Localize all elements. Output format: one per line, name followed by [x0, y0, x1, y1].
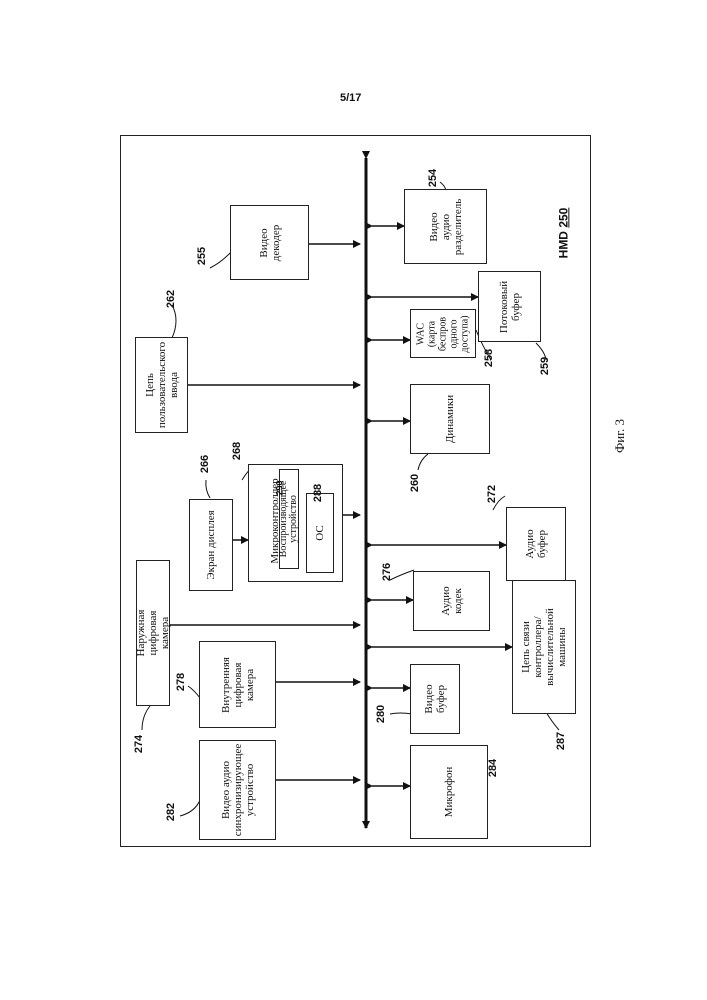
- hmd-label: HMD 250: [556, 208, 570, 259]
- ref-255: 255: [196, 247, 208, 265]
- wac-label: WAC (карта беспров одного доступа): [416, 315, 471, 352]
- ref-278: 278: [175, 673, 187, 691]
- controller-link-label: Цепь связи контроллера/ вычислительной м…: [520, 608, 568, 686]
- ref-274: 274: [133, 735, 145, 753]
- outer-camera-label: Наружная цифровая камера: [135, 610, 171, 657]
- ref-260: 260: [409, 474, 421, 492]
- video-audio-separator-label: Видео аудио разделитель: [428, 198, 464, 255]
- user-input-block: Цепь пользовательского ввода: [135, 337, 188, 433]
- microcontroller-block: Микроконтроллер Воспроизводящее устройст…: [248, 464, 343, 582]
- ref-284: 284: [487, 759, 499, 777]
- ref-266: 266: [199, 455, 211, 473]
- inner-camera-label: Внутренняя цифровая камера: [220, 657, 256, 713]
- av-sync-block: Видео аудио синхронизирующее устройство: [199, 740, 276, 840]
- os-block: ОС: [306, 493, 334, 573]
- ref-276: 276: [381, 563, 393, 581]
- outer-camera-block: Наружная цифровая камера: [136, 560, 170, 706]
- video-decoder-block: Видео декодер: [230, 205, 309, 280]
- figure-caption: Фиг. 3: [612, 419, 628, 453]
- controller-link-block: Цепь связи контроллера/ вычислительной м…: [512, 580, 576, 714]
- user-input-label: Цепь пользовательского ввода: [144, 342, 180, 428]
- stream-buffer-label: Потоковый буфер: [498, 280, 522, 332]
- ref-282: 282: [165, 803, 177, 821]
- speakers-label: Динамики: [444, 395, 456, 443]
- audio-buffer-block: Аудио буфер: [506, 507, 566, 581]
- video-buffer-block: Видео буфер: [410, 664, 460, 734]
- video-decoder-label: Видео декодер: [258, 224, 282, 260]
- ref-288: 288: [312, 484, 324, 502]
- ref-262: 262: [165, 290, 177, 308]
- stream-buffer-block: Потоковый буфер: [478, 271, 541, 342]
- display-label: Экран дисплея: [205, 510, 217, 579]
- ref-287: 287: [555, 732, 567, 750]
- wac-block: WAC (карта беспров одного доступа): [410, 309, 476, 358]
- video-buffer-label: Видео буфер: [423, 684, 447, 713]
- microphone-label: Микрофон: [443, 767, 455, 818]
- ref-254: 254: [427, 169, 439, 187]
- ref-290: 290: [275, 480, 285, 495]
- ref-259: 259: [539, 357, 551, 375]
- speakers-block: Динамики: [410, 384, 490, 454]
- ref-268: 268: [231, 442, 243, 460]
- ref-280: 280: [375, 705, 387, 723]
- microphone-block: Микрофон: [410, 745, 488, 839]
- audio-codec-label: Аудио кодек: [440, 586, 464, 615]
- ref-272: 272: [486, 485, 498, 503]
- av-sync-label: Видео аудио синхронизирующее устройство: [220, 744, 256, 836]
- inner-camera-block: Внутренняя цифровая камера: [199, 641, 276, 728]
- audio-codec-block: Аудио кодек: [413, 571, 490, 631]
- display-block: Экран дисплея: [189, 499, 233, 591]
- video-audio-separator-block: Видео аудио разделитель: [404, 189, 487, 264]
- ref-258: 258: [483, 349, 495, 367]
- os-label: ОС: [314, 525, 326, 540]
- audio-buffer-label: Аудио буфер: [524, 529, 548, 558]
